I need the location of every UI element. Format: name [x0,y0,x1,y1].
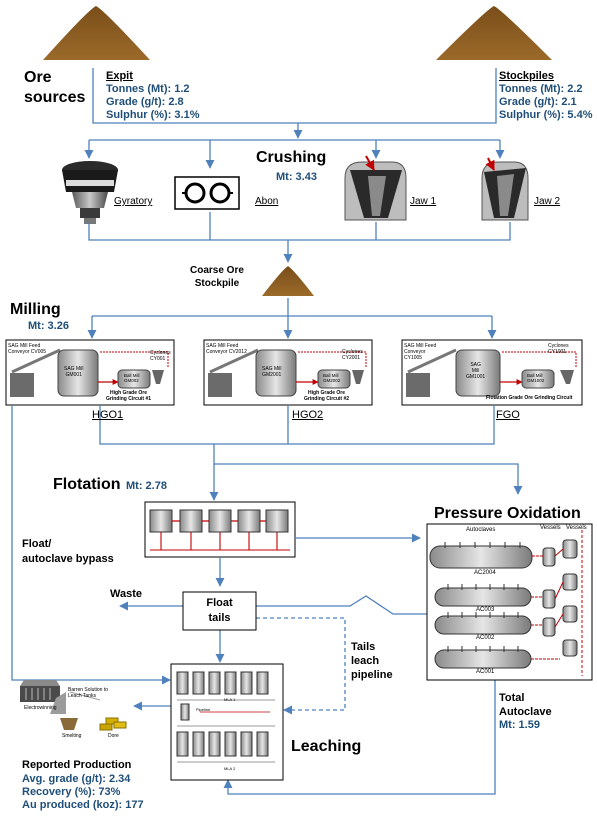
reported-production-title: Reported Production [22,759,132,771]
barren-solution-label: Barren Solution to Leach Tanks [68,687,109,699]
mill-label-hgo1: HGO1 [92,409,124,421]
autoclave-ac003-label: AC003 [476,607,495,613]
jaw1-crusher-icon [344,155,407,221]
leaching-title: Leaching [291,738,362,755]
fgo-circuit-label: Flotation Grade Ore Grinding Circuit [486,395,573,401]
autoclave-ac002-label: AC002 [476,635,495,641]
mill-label-hgo2: HGO2 [292,409,324,421]
total-autoclave-label: Total Autoclave [499,692,552,718]
smelting-icon [60,718,78,730]
stockpiles-grade: Grade (g/t): 2.1 [499,96,577,108]
crushing-to-stockpile-lines [88,212,511,263]
mill-circuit-hgo1 [5,339,175,406]
hgo1-circuit-label: High Grade Ore Grinding Circuit #1 [106,390,152,402]
stockpiles-ore-pile-icon [436,6,552,60]
tails-leach-label: Tails leach pipeline [351,641,393,681]
jaw2-crusher-icon [481,157,529,221]
vessels-label-1: Vessels [540,525,561,531]
gyratory-crusher-icon [62,161,118,224]
pressure-oxidation-title: Pressure Oxidation [434,505,581,522]
milling-output-lines [11,405,523,685]
mill-circuit-hgo2 [203,339,373,406]
leach-tank-label-mla2: MLA 2 [224,766,236,771]
dore-bars-icon [99,717,127,731]
leaching-tanks [170,663,284,781]
stockpiles-name: Stockpiles [499,70,555,82]
float-tails-box [182,591,257,631]
mill-label-fgo: FGO [496,409,520,421]
coarse-ore-stockpile-icon [262,266,314,296]
crusher-label-jaw1: Jaw 1 [410,196,437,207]
float-tails-label: Float tails [206,597,233,624]
autoclave-ac001-label: AC001 [476,669,495,675]
fgo-cyclones-label: Cyclones CY1001 [548,343,569,355]
crushing-mt: Mt: 3.43 [276,171,317,183]
vessels-label-2: Vessels [566,525,587,531]
ore-sources-title: Ore sources [24,69,86,106]
expit-ore-pile-icon [43,6,150,60]
reported-production-au: Au produced (koz): 177 [22,799,144,811]
expit-name: Expit [106,70,133,82]
dore-label: Dore [108,733,119,739]
ore-to-crushing-lines [84,68,505,169]
tails-leach-pipeline-line [256,617,346,715]
hgo1-cyclones-label: Cyclones CY001 [150,350,171,362]
hgo1-feed-label: SAG Mill Feed Conveyor CV005 [8,343,47,355]
abon-crusher-icon [174,176,240,210]
autoclave-ac2004-label: AC2004 [474,570,496,576]
electrowinning-icon [20,680,60,702]
bypass-label: Float/ autoclave bypass [22,538,114,565]
hgo2-feed-label: SAG Mill Feed Conveyor CV2012 [206,343,247,355]
fgo-sag-label: SAG Mill GM1001 [466,362,486,380]
expit-grade: Grade (g/t): 2.8 [106,96,184,108]
milling-mt: Mt: 3.26 [28,320,69,332]
electrowinning-label: Electrowinning [24,705,57,711]
hgo2-sag-label: SAG Mill GM2001 [262,366,282,378]
leach-tank-label-mla1: MLA 1 [224,697,236,702]
milling-title: Milling [10,301,61,318]
smelting-label: Smelting [62,733,82,739]
pressure-oxidation-plant [426,523,593,681]
hgo1-sag-label: SAG Mill GM001 [64,366,84,378]
fgo-feed-label: SAG Mill Feed Conveyor CY1005 [404,343,437,361]
stockpiles-tonnes: Tonnes (Mt): 2.2 [499,83,583,95]
electrowinning-link-icon [69,691,101,701]
hgo2-cyclones-label: Cyclones CY2001 [342,349,363,361]
autoclaves-label: Autoclaves [466,527,496,533]
hgo1-ball-label: Ball Mill GM002 [124,373,140,383]
stockpiles-sulphur: Sulphur (%): 5.4% [499,109,593,121]
expit-tonnes: Tonnes (Mt): 1.2 [106,83,190,95]
waste-label: Waste [110,588,142,600]
reported-production-grade: Avg. grade (g/t): 2.34 [22,773,131,785]
hgo2-ball-label: Ball Mill GM2002 [323,373,341,383]
expit-sulphur: Sulphur (%): 3.1% [106,109,200,121]
flotation-title: Flotation [53,476,121,493]
flotation-mt: Mt: 2.78 [126,480,167,492]
crusher-label-abon: Abon [255,196,279,207]
barren-solution-arrow-icon [50,692,66,714]
hgo2-circuit-label: High Grade Ore Grinding Circuit #2 [304,390,350,402]
flotation-output-lines [119,533,496,795]
mill-circuit-fgo [401,339,583,406]
crusher-label-gyratory: Gyratory [114,196,153,207]
fgo-ball-label: Ball Mill GM1002 [527,373,545,383]
coarse-ore-stockpile-label: Coarse Ore Stockpile [190,265,244,289]
total-autoclave-mt: Mt: 1.59 [499,719,540,731]
reported-production-recovery: Recovery (%): 73% [22,786,121,798]
leach-tank-label-pipeline: Pipeline [196,707,211,712]
flotation-cells [144,501,296,558]
crushing-title: Crushing [256,149,327,166]
crusher-label-jaw2: Jaw 2 [534,196,561,207]
stockpile-to-milling-lines [87,298,497,339]
